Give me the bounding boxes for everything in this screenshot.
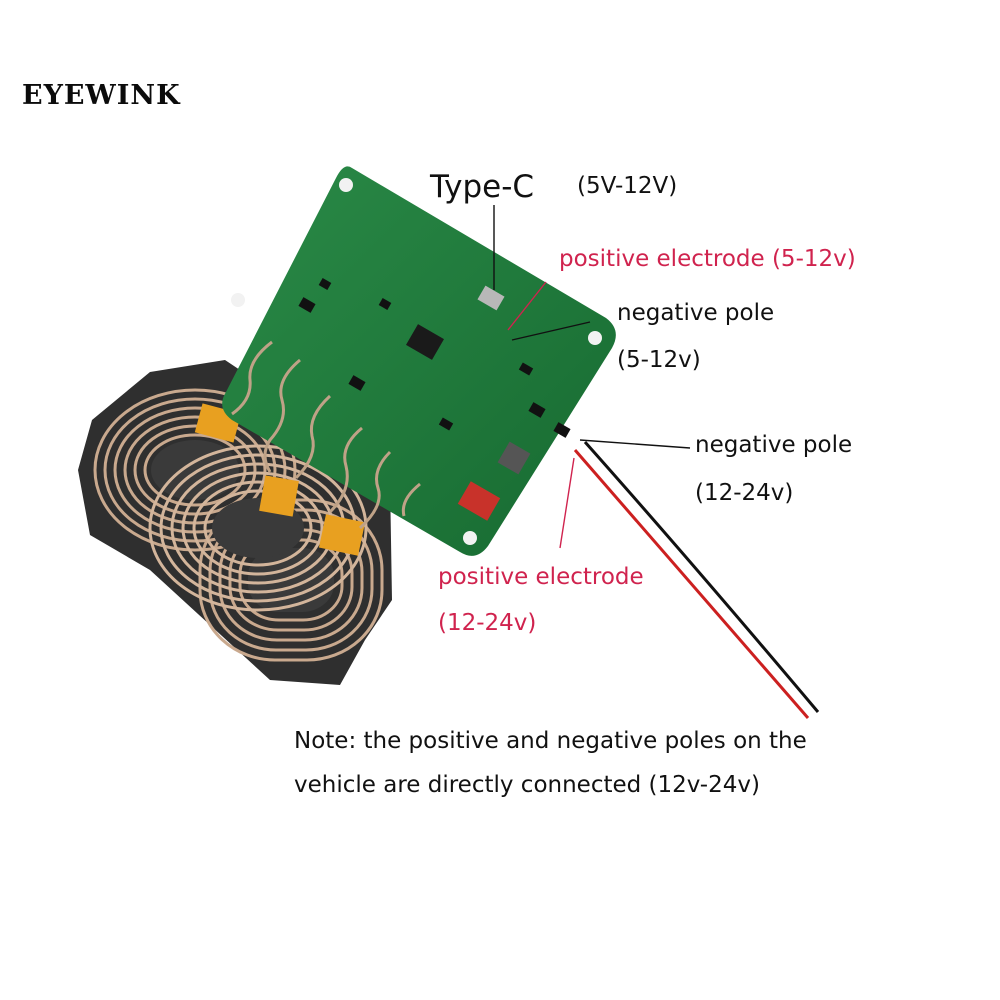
coil-left-core — [151, 440, 239, 500]
negative-pole-5-12-label: negative pole — [617, 300, 775, 326]
coil-leads — [231, 340, 421, 530]
negative-pole-12-24-range: (12-24v) — [695, 480, 794, 506]
note-line-2: vehicle are directly connected (12v-24v) — [294, 772, 760, 798]
brand-logo: EYEWINK — [22, 80, 181, 111]
type-c-label: Type-C — [430, 169, 535, 205]
pcb-board — [222, 166, 616, 556]
leader-lines — [493, 205, 691, 549]
positive-electrode-5-12-label: positive electrode (5-12v) — [559, 246, 856, 272]
note-line-1: Note: the positive and negative poles on… — [294, 728, 807, 754]
positive-electrode-12-24-label: positive electrode — [438, 564, 644, 590]
negative-pole-12-24-label: negative pole — [695, 432, 853, 458]
type-c-voltage-label: (5V-12V) — [577, 173, 678, 199]
positive-electrode-12-24-range: (12-24v) — [438, 610, 537, 636]
power-wires — [573, 441, 820, 719]
negative-pole-5-12-range: (5-12v) — [617, 347, 701, 373]
kapton-tape — [194, 403, 366, 556]
